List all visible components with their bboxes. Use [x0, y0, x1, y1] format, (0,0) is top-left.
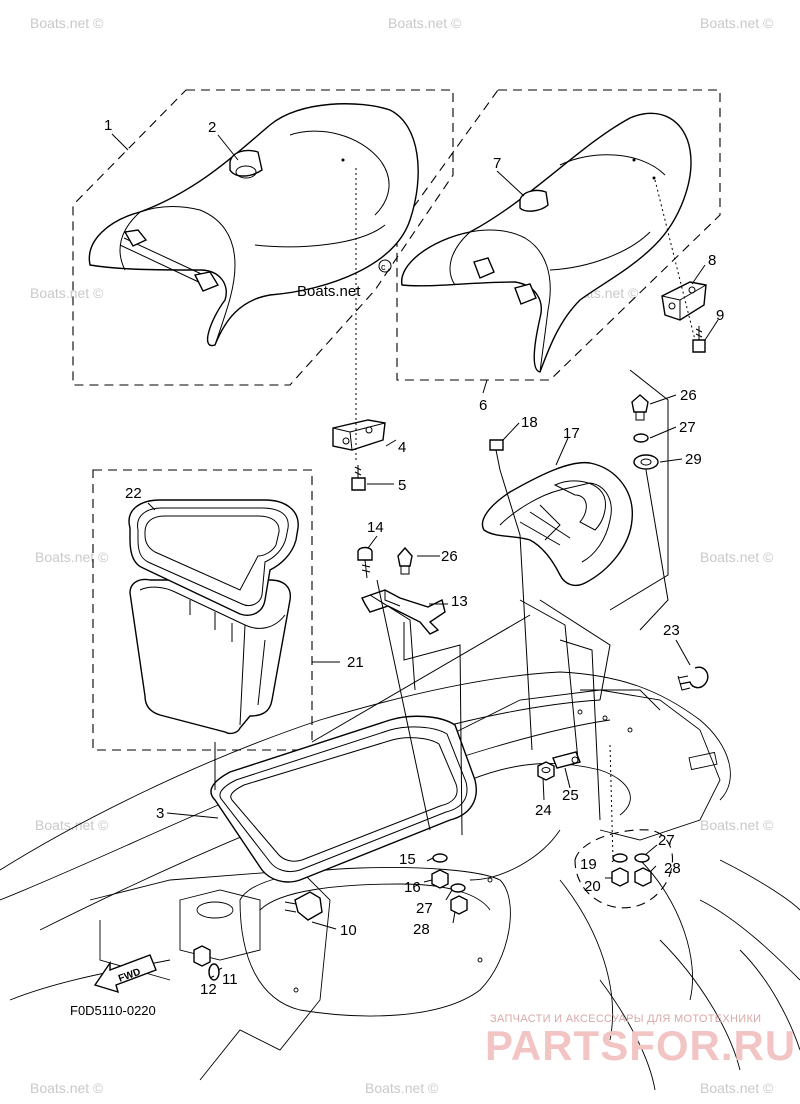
- storage-box: [129, 578, 292, 735]
- callout-22: 22: [125, 485, 142, 502]
- fwd-arrow: FWD: [93, 954, 157, 994]
- callout-26-center: 26: [441, 548, 458, 565]
- dealer-logo: PARTSFOR.RU: [485, 1022, 796, 1069]
- callout-28-stack: 28: [413, 921, 430, 938]
- callout-23: 23: [663, 622, 680, 639]
- callout-19: 19: [580, 856, 597, 873]
- bracket-8: [661, 281, 707, 321]
- nut-24: [537, 761, 555, 781]
- watermark: Boats.net ©: [30, 1080, 104, 1096]
- copyright-icon: c: [378, 259, 392, 273]
- rear-seat: [401, 112, 692, 373]
- callout-14: 14: [367, 519, 384, 536]
- callout-8: 8: [708, 252, 716, 269]
- callout-26-rear: 26: [680, 387, 697, 404]
- callout-27-rear: 27: [679, 419, 696, 436]
- watermark: Boats.net ©: [30, 15, 104, 31]
- watermark: Boats.net ©: [388, 15, 462, 31]
- callout-12: 12: [200, 981, 217, 998]
- hatch-seal: [210, 715, 477, 883]
- watermarks: Boats.net © Boats.net © Boats.net © Boat…: [30, 15, 774, 1096]
- callout-13: 13: [451, 593, 468, 610]
- grommet-29: [633, 454, 659, 470]
- bolt-18: [489, 439, 504, 471]
- callout-20: 20: [584, 878, 601, 895]
- callout-27-cluster: 27: [658, 832, 675, 849]
- callout-11: 11: [222, 971, 238, 988]
- callout-9: 9: [716, 307, 724, 324]
- storage-box-group-outline: [92, 469, 313, 751]
- callout-18: 18: [521, 414, 538, 431]
- callout-17: 17: [563, 425, 580, 442]
- diagram-code: F0D5110-0220: [70, 1003, 156, 1018]
- u-bolt-23: [677, 666, 709, 691]
- bolt-14: [357, 546, 373, 579]
- dealer-tagline: ЗАПЧАСТИ И АКСЕССУАРЫ ДЛЯ МОТОТЕХНИКИ: [490, 1013, 761, 1025]
- callout-28-cluster: 28: [664, 860, 681, 877]
- svg-text:c: c: [381, 262, 386, 272]
- washer-15: [432, 853, 448, 863]
- fastener-cluster-outline: [574, 829, 673, 909]
- watermark: Boats.net ©: [30, 285, 104, 301]
- watermark: Boats.net ©: [700, 817, 774, 833]
- callout-6: 6: [479, 397, 487, 414]
- callouts: 1 2 3 4 5 6 7 8 9 10 11 12 13 14 15 16 1…: [104, 117, 724, 998]
- center-watermark: Boats.net: [297, 283, 361, 300]
- washer-27-stack: [450, 883, 466, 893]
- leader-lines: [111, 133, 719, 979]
- nut-28: [450, 895, 468, 915]
- washer-27: [633, 433, 649, 443]
- storage-box-seal: [128, 499, 299, 616]
- nut-16: [431, 869, 449, 889]
- striker-26-center: [397, 546, 413, 575]
- bolt-9: [692, 326, 706, 353]
- nut-20: [611, 867, 629, 887]
- callout-10: 10: [340, 922, 357, 939]
- callout-4: 4: [398, 439, 406, 456]
- seat-bracket-4: [332, 419, 386, 451]
- washer-27-cluster: [634, 853, 650, 863]
- washer-11: [208, 963, 220, 981]
- callout-16: 16: [404, 879, 421, 896]
- callout-24: 24: [535, 802, 552, 819]
- watermark: Boats.net ©: [700, 15, 774, 31]
- watermark: Boats.net ©: [35, 549, 109, 565]
- callout-25: 25: [562, 787, 579, 804]
- striker-26-rear: [631, 394, 649, 421]
- callout-3: 3: [156, 805, 164, 822]
- nut-12: [193, 945, 211, 967]
- watermark: Boats.net ©: [35, 817, 109, 833]
- switch-10: [284, 891, 323, 921]
- watermark: Boats.net ©: [700, 549, 774, 565]
- watermark: Boats.net ©: [700, 1080, 774, 1096]
- bolt-5: [351, 465, 366, 491]
- washer-19: [612, 853, 628, 863]
- callout-7: 7: [493, 155, 501, 172]
- callout-21: 21: [347, 654, 364, 671]
- front-seat: [88, 103, 419, 347]
- grab-handle-17: [481, 461, 633, 587]
- callout-5: 5: [398, 477, 406, 494]
- callout-29: 29: [685, 451, 702, 468]
- nut-28-cluster: [634, 867, 652, 887]
- callout-27-stack: 27: [416, 900, 433, 917]
- bracket-13: [361, 589, 446, 635]
- callout-15: 15: [399, 851, 416, 868]
- watermark: Boats.net ©: [365, 1080, 439, 1096]
- callout-2: 2: [208, 119, 216, 136]
- callout-1: 1: [104, 117, 112, 134]
